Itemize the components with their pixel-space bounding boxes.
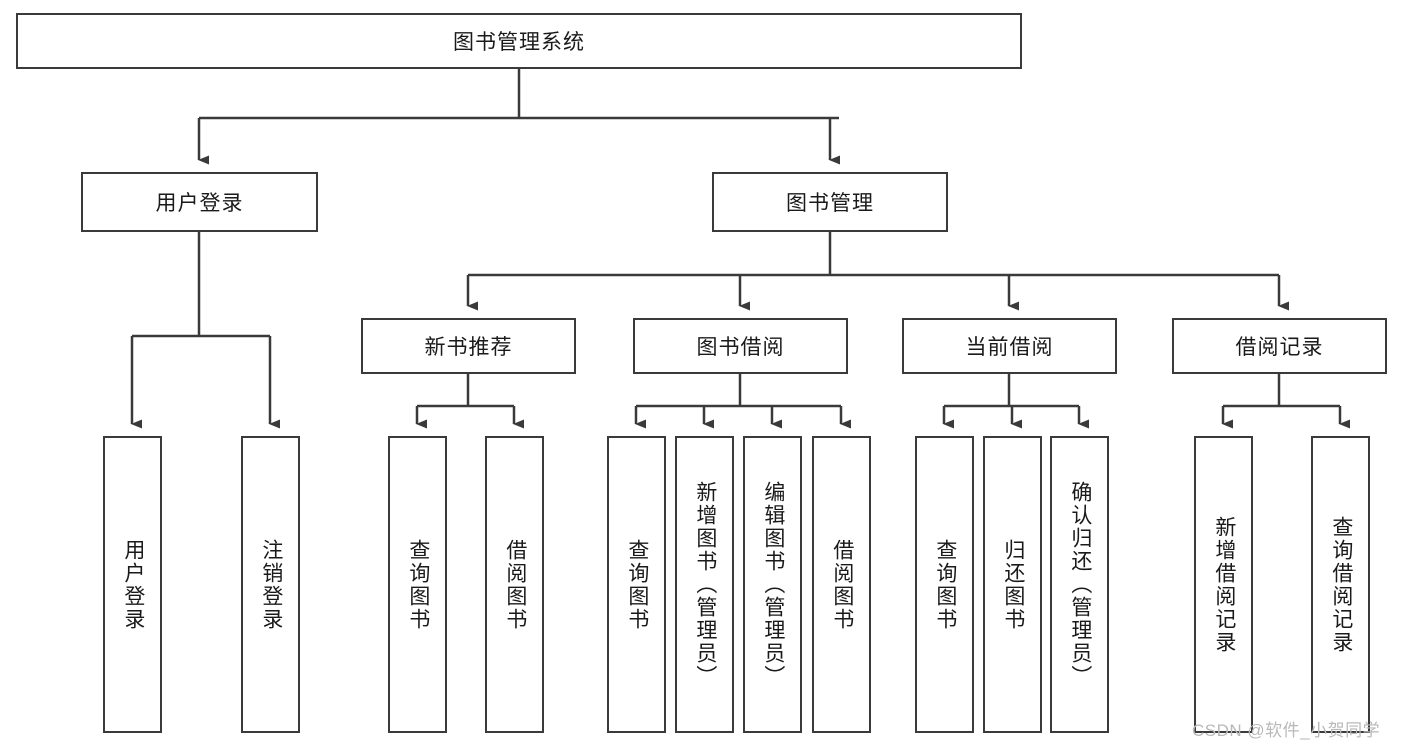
node-leaf-logout[interactable]: 注销登录 <box>241 436 300 733</box>
node-leaf-query-record[interactable]: 查询借阅记录 <box>1311 436 1370 733</box>
node-root-label: 图书管理系统 <box>453 31 585 54</box>
node-leaf-query-book-2[interactable]: 查询图书 <box>607 436 666 733</box>
node-new-book-rec[interactable]: 新书推荐 <box>361 318 576 374</box>
node-leaf-return-book[interactable]: 归还图书 <box>983 436 1042 733</box>
node-borrow-record-label: 借阅记录 <box>1235 336 1324 359</box>
node-leaf-add-book[interactable]: 新增图书（管理员） <box>675 436 734 733</box>
node-leaf-query-record-label: 查询借阅记录 <box>1329 515 1353 654</box>
node-leaf-user-login-label: 用户登录 <box>121 538 145 631</box>
node-leaf-borrow-book-2-label: 借阅图书 <box>830 538 854 631</box>
node-leaf-query-book-3-label: 查询图书 <box>933 538 957 631</box>
node-leaf-edit-book[interactable]: 编辑图书（管理员） <box>743 436 802 733</box>
node-leaf-confirm-return-label: 确认归还（管理员） <box>1068 481 1092 688</box>
node-leaf-borrow-book-1-label: 借阅图书 <box>503 538 527 631</box>
node-new-book-rec-label: 新书推荐 <box>424 336 513 359</box>
node-leaf-query-book-3[interactable]: 查询图书 <box>915 436 974 733</box>
node-leaf-return-book-label: 归还图书 <box>1001 538 1025 631</box>
node-leaf-query-book-1[interactable]: 查询图书 <box>388 436 447 733</box>
node-current-borrow-label: 当前借阅 <box>965 336 1054 359</box>
node-leaf-borrow-book-1[interactable]: 借阅图书 <box>485 436 544 733</box>
node-leaf-query-book-2-label: 查询图书 <box>625 538 649 631</box>
node-book-borrow[interactable]: 图书借阅 <box>633 318 848 374</box>
node-current-borrow[interactable]: 当前借阅 <box>902 318 1117 374</box>
node-borrow-record[interactable]: 借阅记录 <box>1172 318 1387 374</box>
node-book-manage[interactable]: 图书管理 <box>712 172 948 232</box>
node-leaf-edit-book-label: 编辑图书（管理员） <box>761 481 785 688</box>
node-leaf-confirm-return[interactable]: 确认归还（管理员） <box>1050 436 1109 733</box>
node-user-login[interactable]: 用户登录 <box>81 172 318 232</box>
node-leaf-borrow-book-2[interactable]: 借阅图书 <box>812 436 871 733</box>
node-leaf-add-record[interactable]: 新增借阅记录 <box>1194 436 1253 733</box>
node-user-login-label: 用户登录 <box>155 192 244 215</box>
node-leaf-add-record-label: 新增借阅记录 <box>1212 515 1236 654</box>
node-leaf-logout-label: 注销登录 <box>259 538 283 631</box>
node-leaf-query-book-1-label: 查询图书 <box>406 538 430 631</box>
node-leaf-add-book-label: 新增图书（管理员） <box>693 481 717 688</box>
node-book-borrow-label: 图书借阅 <box>696 336 785 359</box>
node-book-manage-label: 图书管理 <box>786 192 874 215</box>
node-root[interactable]: 图书管理系统 <box>16 13 1022 69</box>
node-leaf-user-login[interactable]: 用户登录 <box>103 436 162 733</box>
